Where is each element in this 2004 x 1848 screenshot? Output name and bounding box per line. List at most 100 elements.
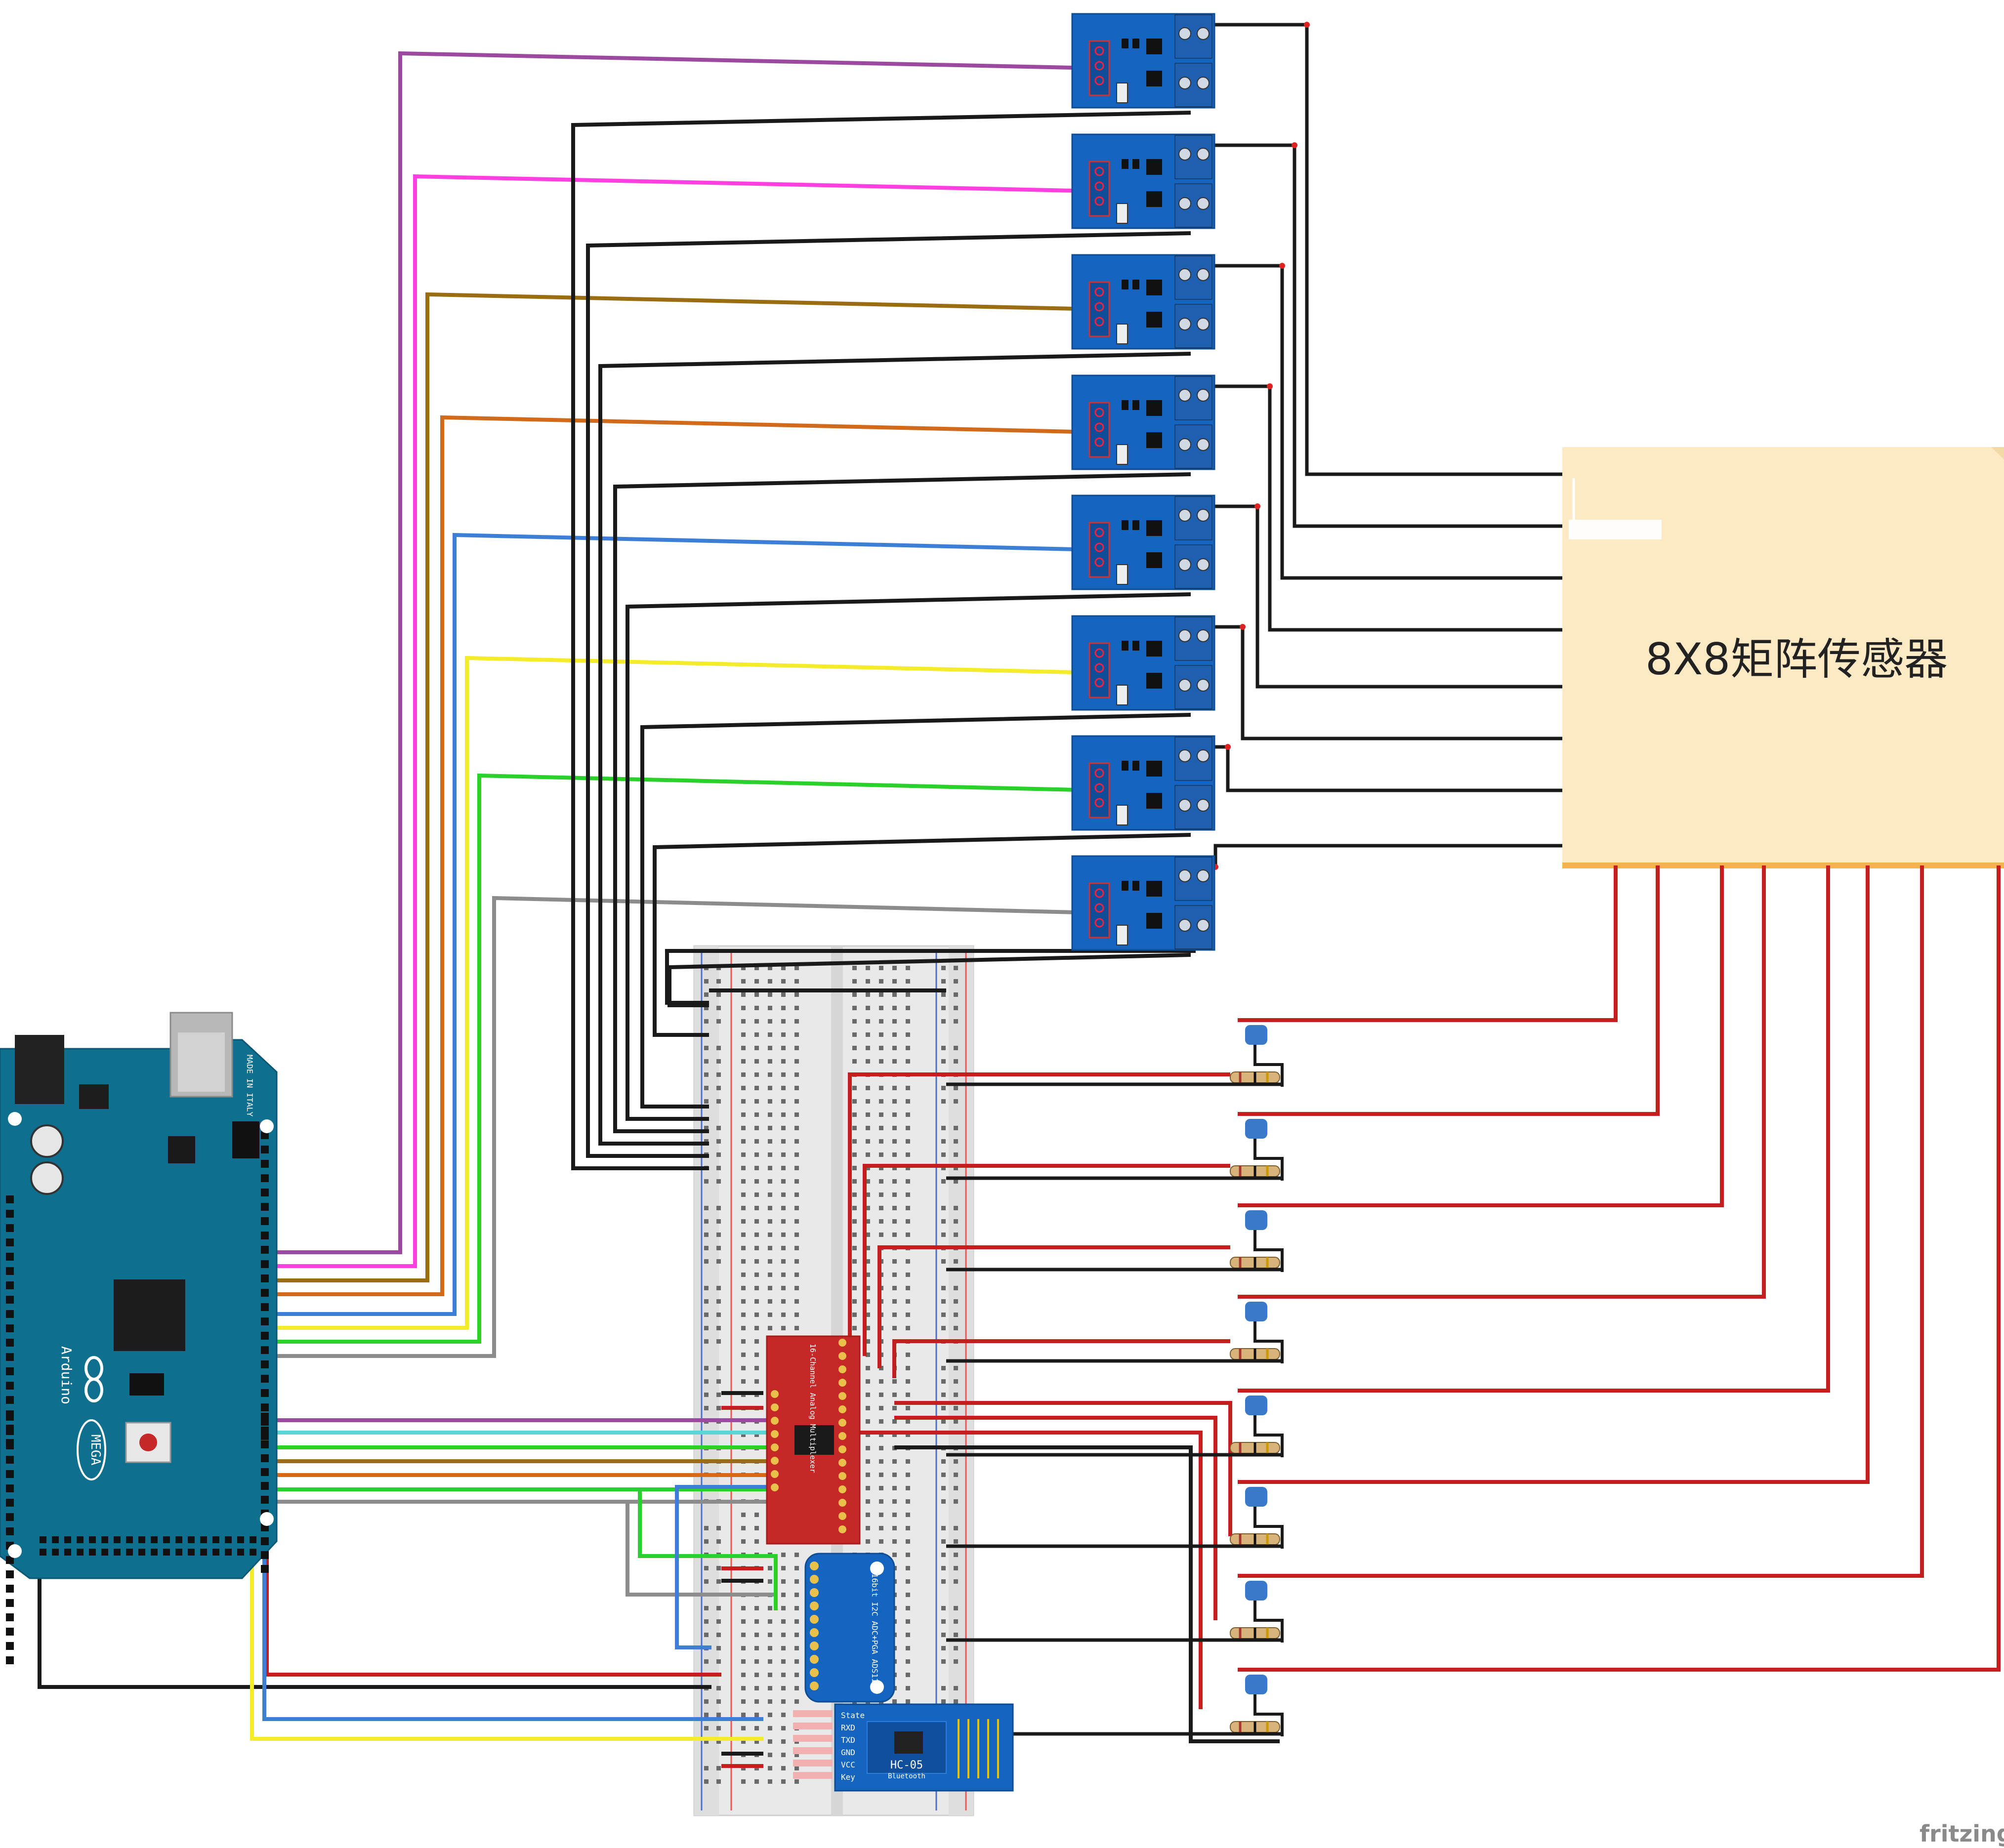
wire-joint bbox=[1240, 624, 1246, 630]
rc-gnd bbox=[1253, 1321, 1284, 1363]
arduino-mega-board: Arduino MEGA MADE IN ITALY bbox=[0, 1012, 278, 1664]
led-icon bbox=[1116, 444, 1128, 465]
capacitor-icon bbox=[1245, 1675, 1267, 1694]
led-icon bbox=[1116, 203, 1128, 224]
bt-pin-key: Key bbox=[841, 1772, 855, 1782]
ic-chip bbox=[1146, 673, 1162, 689]
module-sensor-wire-7 bbox=[1183, 844, 1562, 869]
resistor-capacitor-groups bbox=[946, 1025, 1284, 1736]
header-pins bbox=[1088, 882, 1110, 939]
header-pins bbox=[1088, 522, 1110, 578]
adc-label: 16bit I2C ADC+PGA ADS1115 bbox=[870, 1573, 879, 1692]
module-sensor-wire-0 bbox=[1183, 23, 1562, 476]
capacitor-icon bbox=[1245, 1302, 1267, 1321]
sensor-rc-wire-7 bbox=[1238, 865, 2001, 1672]
wire-joint bbox=[1292, 142, 1297, 148]
signal-wire-6 bbox=[267, 773, 1097, 1344]
rx-wire bbox=[262, 1551, 763, 1721]
arduino-brand: Arduino bbox=[58, 1346, 75, 1404]
voltage-sensor-module-6 bbox=[1071, 735, 1215, 831]
mux-black-7 bbox=[894, 1445, 1280, 1743]
ic-chip bbox=[1146, 520, 1162, 536]
gnd-wire-4 bbox=[626, 592, 1191, 1121]
rc-group-1 bbox=[946, 1119, 1284, 1181]
rc-gnd bbox=[1253, 1507, 1284, 1549]
bluetooth-label: HC-05 bbox=[890, 1759, 923, 1771]
voltage-sensor-module-5 bbox=[1071, 615, 1215, 711]
rc-group-3 bbox=[946, 1302, 1284, 1363]
ic-chip bbox=[1146, 432, 1162, 448]
vcc-wire bbox=[265, 1539, 721, 1677]
gnd-wire-3 bbox=[613, 472, 1191, 1133]
screw-icon bbox=[1197, 148, 1210, 161]
screw-icon bbox=[1197, 558, 1210, 571]
sda-wire bbox=[267, 1487, 778, 1610]
led-icon bbox=[1116, 685, 1128, 705]
ic-chip bbox=[1146, 641, 1162, 657]
ic-chip bbox=[1146, 280, 1162, 295]
screw-icon bbox=[1197, 27, 1210, 40]
capacitor-icon bbox=[1245, 1119, 1267, 1139]
sensor-rc-wire-6 bbox=[1238, 865, 1924, 1578]
arduino-logo bbox=[84, 1356, 103, 1402]
screw-icon bbox=[1178, 799, 1191, 812]
led-icon bbox=[1116, 805, 1128, 825]
mux-red-5 bbox=[894, 1416, 1217, 1620]
capacitor-icon bbox=[30, 1161, 64, 1195]
ic-chip bbox=[1146, 793, 1162, 809]
screw-icon bbox=[1197, 799, 1210, 812]
voltage-sensor-module-7 bbox=[1071, 855, 1215, 951]
gnd-wire-6 bbox=[653, 833, 1191, 1037]
screw-icon bbox=[1178, 919, 1191, 932]
screw-icon bbox=[1178, 148, 1191, 161]
screw-icon bbox=[1197, 919, 1210, 932]
module-sensor-wire-4 bbox=[1183, 504, 1562, 689]
signal-wire-7 bbox=[267, 896, 1097, 1358]
sensor-rc-wire-2 bbox=[1238, 865, 1724, 1207]
screw-icon bbox=[1197, 197, 1210, 210]
rc-gnd bbox=[1253, 1694, 1284, 1736]
screw-icon bbox=[1178, 629, 1191, 642]
module-sensor-wire-2 bbox=[1183, 264, 1562, 580]
led-icon bbox=[1116, 82, 1128, 103]
rc-group-6 bbox=[946, 1581, 1284, 1643]
scl-wire bbox=[267, 1500, 776, 1597]
ic-chip bbox=[1146, 913, 1162, 929]
gnd-wire-2 bbox=[598, 352, 1191, 1146]
header-pins bbox=[1088, 40, 1110, 96]
screw-icon bbox=[1178, 27, 1191, 40]
tx-wire bbox=[250, 1551, 763, 1741]
screw-icon bbox=[1178, 268, 1191, 281]
sensor-rc-wire-4 bbox=[1238, 865, 1830, 1393]
voltage-sensor-module-1 bbox=[1071, 133, 1215, 229]
gnd-wire-7 bbox=[668, 953, 1191, 1007]
wire-joint bbox=[1304, 22, 1310, 28]
screw-icon bbox=[1197, 629, 1210, 642]
voltage-sensor-module-3 bbox=[1071, 374, 1215, 470]
arduino-model: MEGA bbox=[88, 1435, 103, 1466]
voltage-sensor-module-0 bbox=[1071, 13, 1215, 109]
sensor-rc-wire-5 bbox=[1238, 865, 1870, 1484]
capacitor-icon bbox=[1245, 1581, 1267, 1601]
adc-blue-wire bbox=[675, 1485, 767, 1649]
screw-icon bbox=[1197, 77, 1210, 89]
header-pins bbox=[1088, 281, 1110, 337]
header-pins bbox=[1088, 161, 1110, 217]
header-pins bbox=[1088, 642, 1110, 698]
mcu-chip bbox=[114, 1279, 185, 1351]
screw-icon bbox=[1178, 679, 1191, 692]
bluetooth-sub: Bluetooth bbox=[888, 1772, 925, 1780]
mux-red-1 bbox=[863, 1164, 1230, 1356]
bt-pin-txd: TXD bbox=[841, 1735, 855, 1745]
rc-group-5 bbox=[946, 1487, 1284, 1549]
screw-icon bbox=[1197, 268, 1210, 281]
capacitor-icon bbox=[30, 1124, 64, 1158]
fritzing-brand: fritzing bbox=[1920, 1820, 2004, 1847]
bt-pin-state: State bbox=[841, 1711, 865, 1720]
gnd-wire-5 bbox=[640, 713, 1191, 1109]
ic-chip bbox=[1146, 159, 1162, 175]
module-sensor-wire-6 bbox=[1183, 745, 1562, 792]
matrix-sensor-box: 8X8矩阵传感器 bbox=[1562, 447, 2004, 868]
mux-red-0 bbox=[848, 1072, 1230, 1354]
